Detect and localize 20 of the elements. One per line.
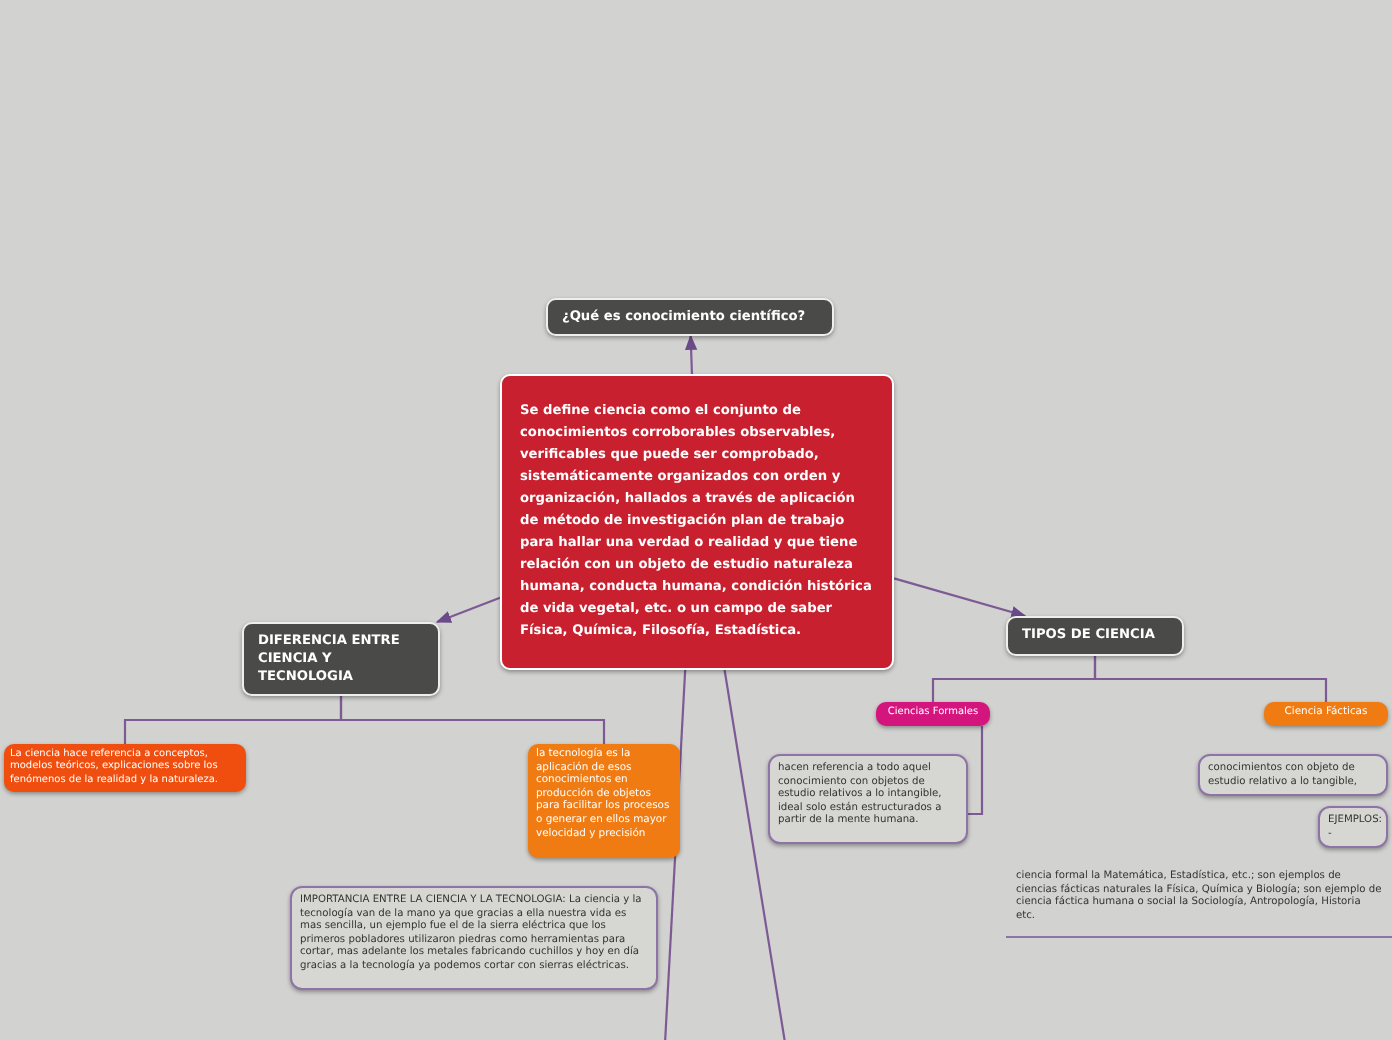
note-box (290, 886, 658, 990)
note-box (4, 744, 246, 792)
heading-box (546, 298, 834, 336)
arrow (435, 596, 501, 624)
note-box (1006, 864, 1392, 938)
arrow (684, 334, 698, 375)
note-box (768, 754, 968, 844)
heading-box (1006, 616, 1184, 656)
connector-line (968, 726, 984, 816)
note-box (1318, 806, 1388, 849)
note-box (528, 744, 680, 858)
heading-box (242, 622, 440, 696)
arrow (893, 577, 1027, 619)
connector-line (723, 669, 786, 1040)
connector-line (1093, 656, 1328, 702)
tag-box (876, 702, 990, 726)
note-box (1198, 754, 1388, 797)
connector-line (339, 696, 606, 744)
topic-box (500, 374, 894, 670)
note-box (1264, 702, 1388, 726)
